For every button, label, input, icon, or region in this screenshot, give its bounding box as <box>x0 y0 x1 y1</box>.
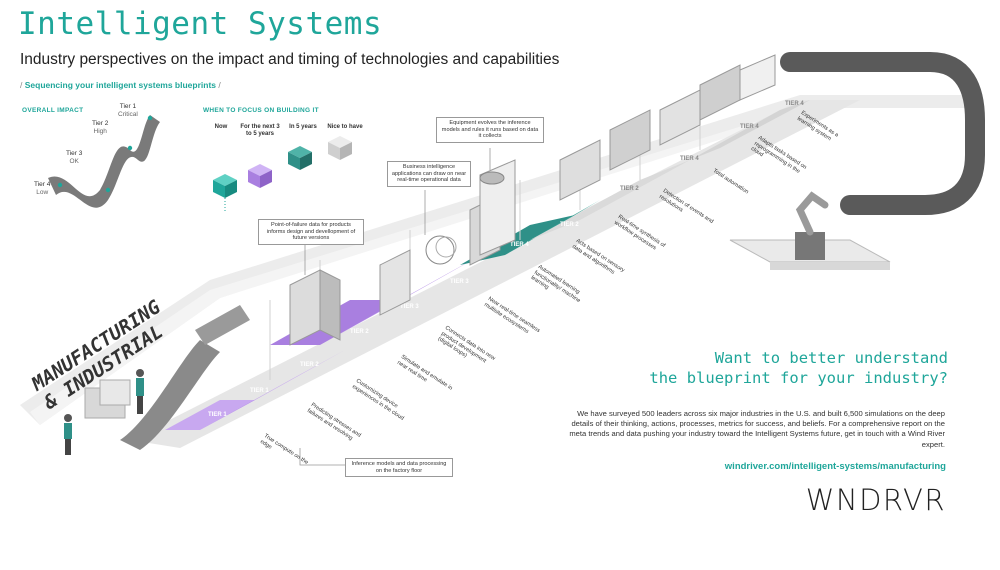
overall-impact-heading: OVERALL IMPACT <box>22 107 84 114</box>
tier-panel-purple <box>165 400 255 430</box>
wind-river-logo: WNDRVR <box>805 483 946 517</box>
tier-4-name: Tier 4 <box>34 181 51 188</box>
belt-ramp <box>120 340 220 450</box>
belt-loop <box>780 52 985 215</box>
tier-1-label: Tier 1 Critical <box>118 103 138 119</box>
sequencing-label: / Sequencing your intelligent systems bl… <box>20 80 221 90</box>
machine-equipment <box>289 54 776 346</box>
tier-1-level: Critical <box>118 111 138 118</box>
callout-business-intelligence: Business intelligence applications can d… <box>387 161 471 187</box>
svg-text:TIER 2: TIER 2 <box>560 222 579 228</box>
callout-point-of-failure: Point-of-failure data for products infor… <box>258 219 364 245</box>
tier-3-level: OK <box>69 158 79 165</box>
svg-text:TIER 1: TIER 1 <box>208 412 227 418</box>
cta-title: Want to better understand the blueprint … <box>649 348 948 388</box>
tier-3-label: Tier 3 OK <box>66 150 82 166</box>
focus-cube-3to5 <box>248 164 272 188</box>
focus-label-3to5: For the next 3 to 5 years <box>240 124 280 137</box>
sequencing-text: Sequencing your intelligent systems blue… <box>24 80 217 90</box>
impact-wave <box>48 115 160 208</box>
tier-2-name: Tier 2 <box>92 120 109 127</box>
svg-text:TIER 2: TIER 2 <box>350 329 369 335</box>
robot-arm <box>795 191 829 236</box>
tier-3-name: Tier 3 <box>66 150 83 157</box>
cta-body: We have surveyed 500 leaders across six … <box>569 409 945 449</box>
svg-text:TIER 4: TIER 4 <box>680 156 699 162</box>
callout-equipment: Equipment evolves the inference models a… <box>436 117 544 143</box>
svg-text:TIER 2: TIER 2 <box>300 362 319 368</box>
cta-title-line-2: the blueprint for your industry? <box>649 369 948 387</box>
cta-link[interactable]: windriver.com/intelligent-systems/manufa… <box>724 461 946 472</box>
svg-text:TIER 4: TIER 4 <box>740 124 759 130</box>
cta-title-line-1: Want to better understand <box>714 349 948 367</box>
svg-text:TIER 4: TIER 4 <box>785 101 804 107</box>
callout-factory-floor: Inference models and data processing on … <box>345 458 453 478</box>
svg-text:TIER 1: TIER 1 <box>250 388 269 394</box>
focus-cube-5years <box>288 146 312 170</box>
page-title: Intelligent Systems <box>18 6 383 42</box>
svg-text:TIER 3: TIER 3 <box>450 279 469 285</box>
focus-heading: WHEN TO FOCUS ON BUILDING IT <box>203 107 319 114</box>
focus-label-5years: In 5 years <box>289 124 317 130</box>
tier-2-label: Tier 2 High <box>92 120 108 136</box>
tier-4-label: Tier 4 Low <box>34 181 50 197</box>
tier-panel-gray <box>530 160 690 240</box>
focus-cube-nice <box>328 136 352 160</box>
belt-base <box>130 100 860 448</box>
worker-figures <box>64 369 144 455</box>
svg-text:TIER 4: TIER 4 <box>510 242 529 248</box>
focus-label-nice: Nice to have <box>327 124 363 130</box>
focus-label-now: Now <box>214 124 228 130</box>
svg-text:TIER 3: TIER 3 <box>400 304 419 310</box>
tier-4-level: Low <box>36 189 49 196</box>
tier-2-level: High <box>93 128 107 135</box>
robot-base <box>795 232 825 260</box>
page-subtitle: Industry perspectives on the impact and … <box>20 51 560 68</box>
svg-text:TIER 2: TIER 2 <box>620 186 639 192</box>
tier-1-name: Tier 1 <box>119 103 137 110</box>
focus-cube-now <box>213 174 237 212</box>
